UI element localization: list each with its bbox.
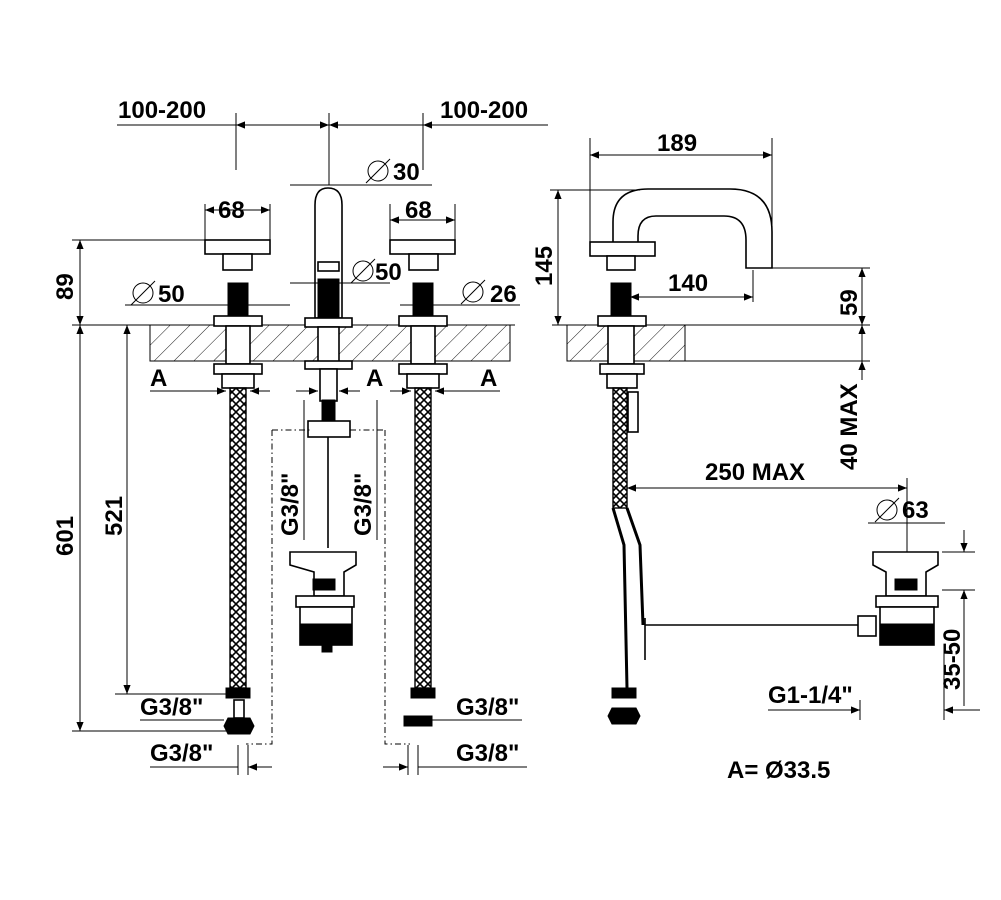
a-right-label: A bbox=[480, 365, 497, 392]
height-89-label: 89 bbox=[52, 273, 79, 300]
g38-left-top-label: G3/8" bbox=[140, 694, 203, 721]
spacing-right-label: 100-200 bbox=[440, 97, 528, 124]
max-40-label: 40 MAX bbox=[836, 383, 863, 470]
g38-center-left-label: G3/8" bbox=[277, 473, 304, 536]
diameter-30-label: 30 bbox=[393, 159, 420, 186]
a-center-label: A bbox=[366, 365, 383, 392]
front-view: 100-200 100-200 30 68 68 89 50 50 26 A A… bbox=[52, 97, 548, 775]
height-145-label: 145 bbox=[531, 246, 558, 286]
g38-center-right-label: G3/8" bbox=[350, 473, 377, 536]
max-250-label: 250 MAX bbox=[705, 459, 805, 486]
height-59-label: 59 bbox=[836, 289, 863, 316]
width-68-left-label: 68 bbox=[218, 197, 245, 224]
spacing-left-label: 100-200 bbox=[118, 97, 206, 124]
diameter-50-center-label: 50 bbox=[375, 259, 402, 286]
thread-g1-1-4-label: G1-1/4" bbox=[768, 682, 853, 709]
note-a-diameter: A= Ø33.5 bbox=[727, 757, 830, 784]
g38-right-top-label: G3/8" bbox=[456, 694, 519, 721]
width-68-right-label: 68 bbox=[405, 197, 432, 224]
g38-right-bottom-label: G3/8" bbox=[456, 740, 519, 767]
side-faucet-body bbox=[589, 188, 939, 725]
a-left-label: A bbox=[150, 365, 167, 392]
center-spout bbox=[289, 187, 357, 653]
left-handle-valve bbox=[204, 239, 271, 735]
right-handle-valve bbox=[389, 239, 456, 727]
height-521-label: 521 bbox=[101, 496, 128, 536]
diameter-63-label: 63 bbox=[902, 497, 929, 524]
reach-140-label: 140 bbox=[668, 270, 708, 297]
range-35-50-label: 35-50 bbox=[939, 629, 966, 690]
center-hose-dashed bbox=[246, 429, 410, 745]
dimension-lines-side bbox=[550, 138, 980, 720]
reach-189-label: 189 bbox=[657, 130, 697, 157]
side-view: 189 145 140 59 40 MAX 250 MAX 63 35-50 G… bbox=[531, 130, 980, 784]
dimension-lines-front bbox=[72, 113, 548, 775]
height-601-label: 601 bbox=[52, 516, 79, 556]
diameter-26-label: 26 bbox=[490, 281, 517, 308]
diameter-50-left-label: 50 bbox=[158, 281, 185, 308]
g38-left-bottom-label: G3/8" bbox=[150, 740, 213, 767]
